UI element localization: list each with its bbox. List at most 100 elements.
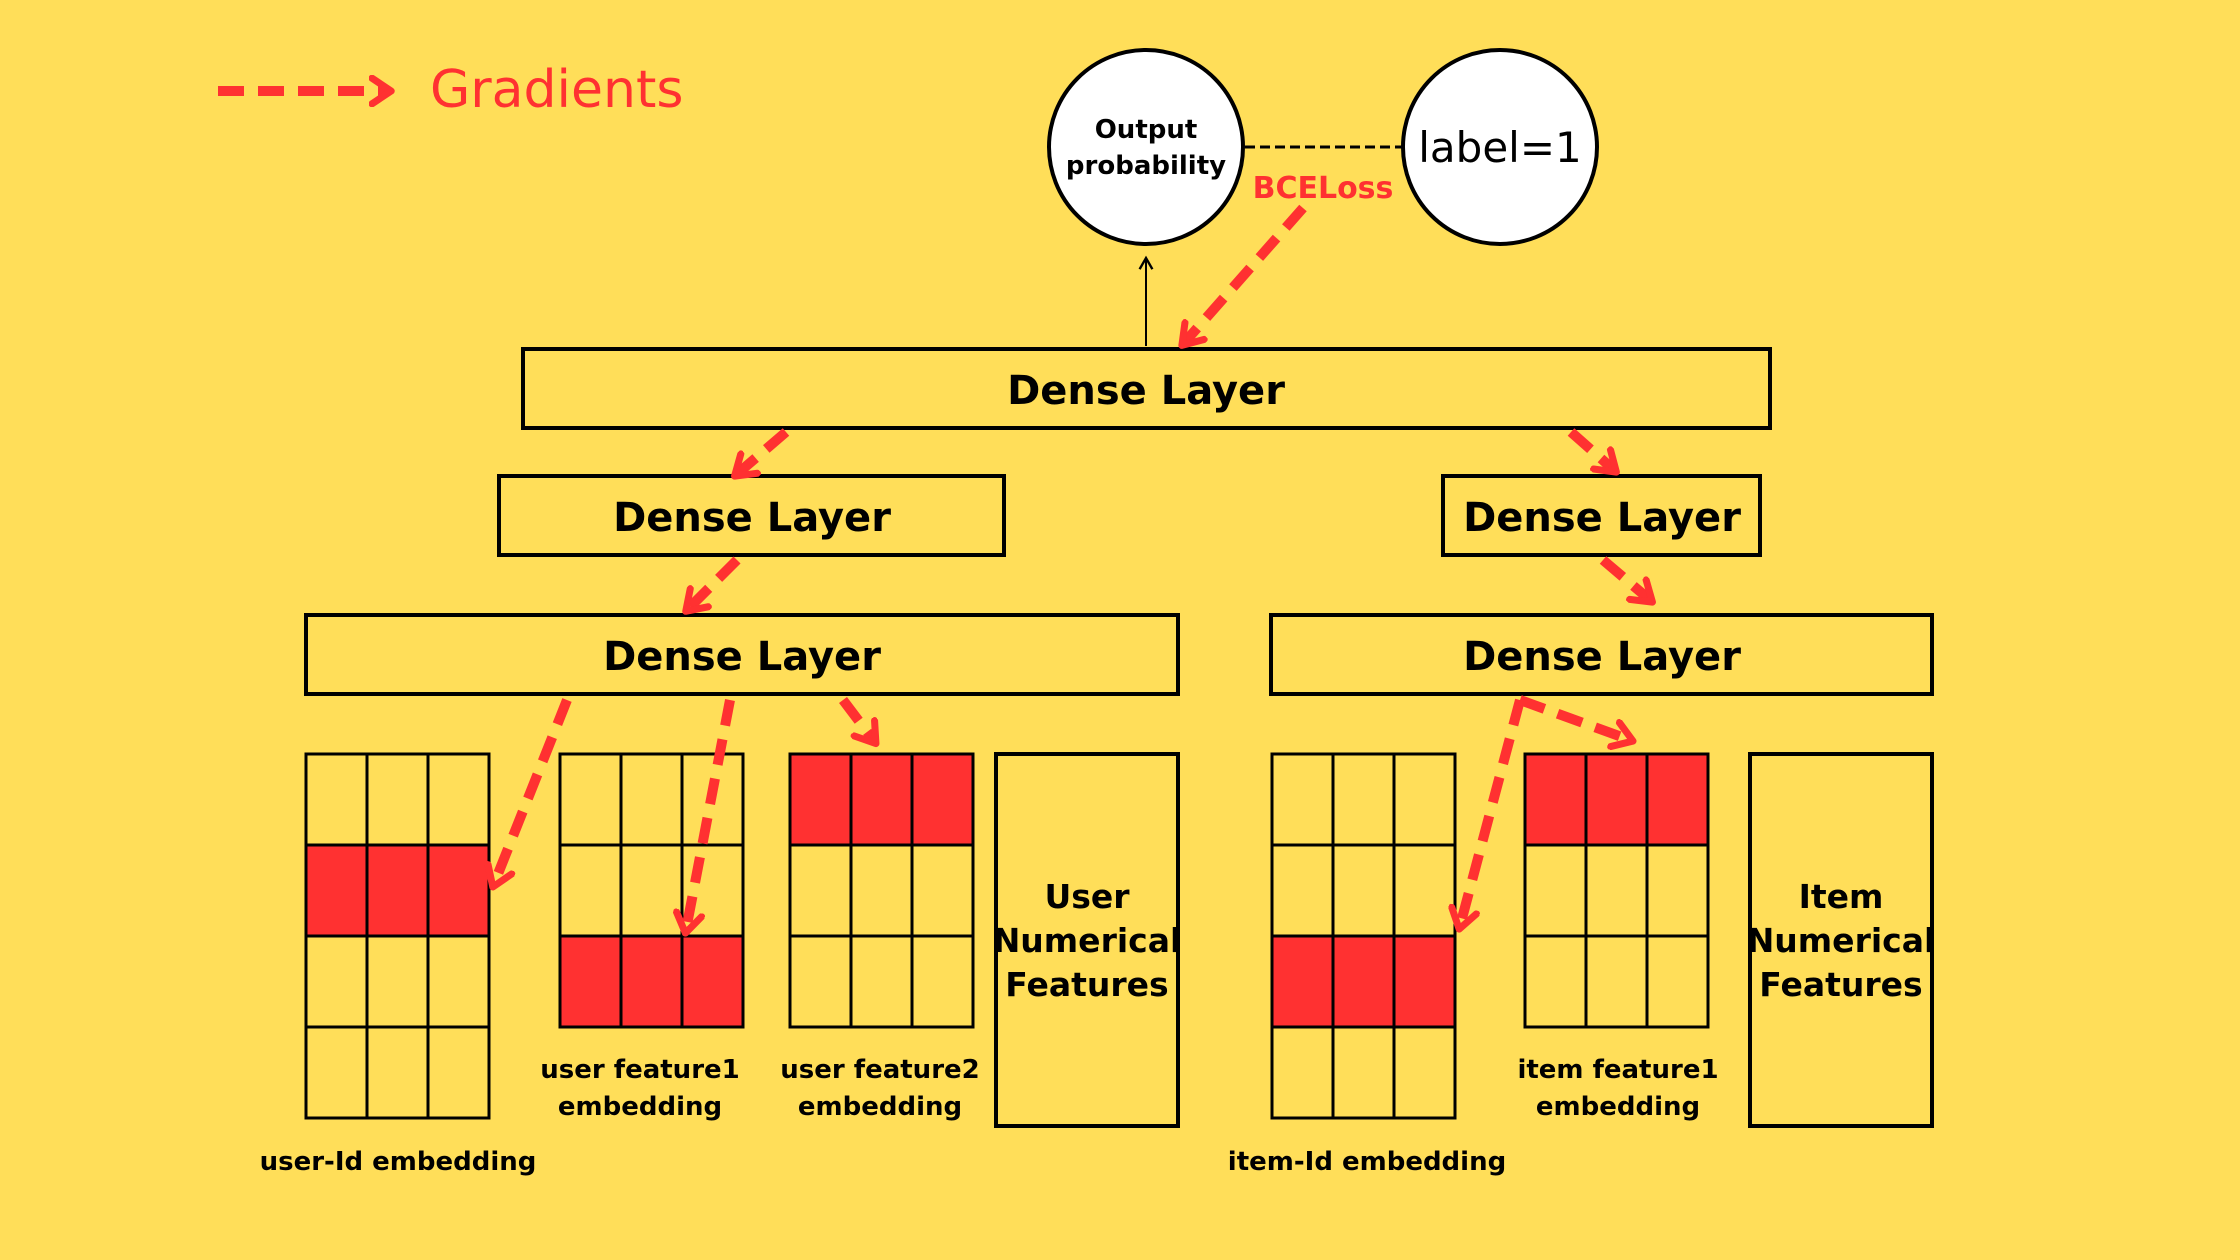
dense-layer-item-mid: Dense Layer (1441, 474, 1762, 557)
user-id-embedding-table-cell (304, 1025, 369, 1120)
user-feature2-embedding-table-cell-updated (910, 752, 975, 847)
user-feature1-embedding-table-cell (558, 752, 623, 847)
output-label-line1: Output (1095, 115, 1198, 145)
gradient-arrow-top-to-item-mid (1567, 428, 1614, 470)
item-id-embedding-table-cell-updated (1392, 934, 1457, 1029)
dense-layer-user-low-label: Dense Layer (603, 634, 881, 680)
item-id-embedding-table-cell (1392, 752, 1457, 847)
user-id-embedding-table (304, 752, 491, 1120)
item-id-embedding-table-cell (1331, 843, 1396, 938)
gradient-arrow-loss-to-top (1184, 204, 1307, 343)
user-feature2-embedding-table-cell (849, 843, 914, 938)
dense-layer-item-low-label: Dense Layer (1463, 634, 1741, 680)
item-feature1-embedding-table-cell-updated (1584, 752, 1649, 847)
output-probability-node: Output probability (1047, 48, 1245, 246)
item-id-embedding-table-cell (1270, 1025, 1335, 1120)
user-id-embedding-caption: user-Id embedding (260, 1147, 537, 1177)
user-feature2-caption-line2: embedding (798, 1092, 962, 1122)
item-id-embedding-table-cell (1331, 752, 1396, 847)
gradient-arrow-top-to-user-mid (737, 428, 790, 474)
gradient-arrow-to-item-feature1 (1518, 695, 1630, 740)
item-id-embedding-table-cell (1392, 1025, 1457, 1120)
user-id-embedding-table-cell (426, 1025, 491, 1120)
label-node-text: label=1 (1418, 123, 1582, 172)
item-feature1-caption-line1: item feature1 (1517, 1055, 1718, 1085)
legend: Gradients (218, 60, 683, 120)
gradient-arrow-to-user-feature1 (686, 699, 735, 930)
user-numerical-line2: Numerical (993, 921, 1182, 960)
item-numerical-line3: Features (1759, 965, 1922, 1004)
user-id-embedding-table-cell (304, 752, 369, 847)
user-id-embedding-table-cell (426, 752, 491, 847)
user-id-embedding-table-cell (365, 934, 430, 1029)
user-numerical-line3: Features (1005, 965, 1168, 1004)
item-numerical-features: Item Numerical Features (1747, 752, 1936, 1128)
user-feature1-embedding-table-cell-updated (619, 934, 684, 1029)
dense-layer-top: Dense Layer (521, 347, 1772, 430)
user-feature1-embedding-table-cell (619, 752, 684, 847)
user-feature2-embedding-table-cell (788, 934, 853, 1029)
item-feature1-embedding-table-cell-updated (1645, 752, 1710, 847)
user-feature1-caption-line1: user feature1 (540, 1055, 739, 1085)
user-numerical-features: User Numerical Features (993, 752, 1182, 1128)
dense-layer-user-mid: Dense Layer (497, 474, 1006, 557)
item-numerical-line2: Numerical (1747, 921, 1936, 960)
gradient-arrow-user-mid-to-low (688, 556, 741, 609)
bce-loss-label: BCELoss (1253, 171, 1394, 206)
user-feature1-embedding-table-cell-updated (558, 934, 623, 1029)
item-id-embedding-table-cell-updated (1270, 934, 1335, 1029)
user-id-embedding-table-cell-updated (304, 843, 369, 938)
user-feature2-embedding-table-cell (788, 843, 853, 938)
user-feature2-embedding-table-cell-updated (788, 752, 853, 847)
gradient-arrows (494, 204, 1650, 930)
user-id-embedding-table-cell-updated (426, 843, 491, 938)
user-numerical-line1: User (1044, 877, 1130, 916)
item-id-embedding-caption: item-Id embedding (1228, 1147, 1506, 1177)
user-feature2-caption-line1: user feature2 (780, 1055, 979, 1085)
label-node: label=1 (1401, 48, 1599, 246)
user-id-embedding-table-cell (426, 934, 491, 1029)
item-feature1-embedding-table (1523, 752, 1710, 1029)
dense-layer-user-mid-label: Dense Layer (613, 495, 891, 541)
user-id-embedding-table-cell (365, 1025, 430, 1120)
item-feature1-caption-line2: embedding (1536, 1092, 1700, 1122)
item-numerical-line1: Item (1799, 877, 1884, 916)
item-id-embedding-table (1270, 752, 1457, 1120)
item-id-embedding-table-cell (1270, 752, 1335, 847)
output-label-line2: probability (1066, 151, 1226, 181)
dense-layer-item-low: Dense Layer (1269, 613, 1934, 696)
user-feature2-embedding-table (788, 752, 975, 1029)
item-id-embedding-table-cell (1270, 843, 1335, 938)
legend-label: Gradients (430, 60, 683, 120)
gradient-arrow-to-user-feature2 (839, 696, 874, 741)
user-feature1-caption-line2: embedding (558, 1092, 722, 1122)
user-feature2-embedding-table-cell (910, 934, 975, 1029)
user-feature2-embedding-table-cell-updated (849, 752, 914, 847)
gradient-arrow-item-mid-to-low (1599, 556, 1650, 600)
dense-layer-item-mid-label: Dense Layer (1463, 495, 1741, 541)
item-feature1-embedding-table-cell (1523, 843, 1588, 938)
item-feature1-embedding-table-cell (1584, 934, 1649, 1029)
user-feature2-embedding-table-cell (910, 843, 975, 938)
item-feature1-embedding-table-cell (1523, 934, 1588, 1029)
item-id-embedding-table-cell (1331, 1025, 1396, 1120)
item-feature1-embedding-table-cell (1645, 934, 1710, 1029)
gradient-arrow-to-user-id (494, 698, 572, 884)
user-feature1-embedding-table-cell (558, 843, 623, 938)
user-feature2-embedding-table-cell (849, 934, 914, 1029)
user-id-embedding-table-cell (304, 934, 369, 1029)
dense-layer-top-label: Dense Layer (1007, 368, 1285, 414)
user-id-embedding-table-cell (365, 752, 430, 847)
gradient-arrow-to-item-id (1460, 698, 1525, 926)
item-feature1-embedding-table-cell-updated (1523, 752, 1588, 847)
item-id-embedding-table-cell (1392, 843, 1457, 938)
user-feature1-embedding-table (558, 752, 745, 1029)
dense-layer-user-low: Dense Layer (304, 613, 1180, 696)
item-feature1-embedding-table-cell (1584, 843, 1649, 938)
item-feature1-embedding-table-cell (1645, 843, 1710, 938)
user-feature1-embedding-table-cell-updated (680, 934, 745, 1029)
user-id-embedding-table-cell-updated (365, 843, 430, 938)
user-feature1-embedding-table-cell (619, 843, 684, 938)
item-id-embedding-table-cell-updated (1331, 934, 1396, 1029)
